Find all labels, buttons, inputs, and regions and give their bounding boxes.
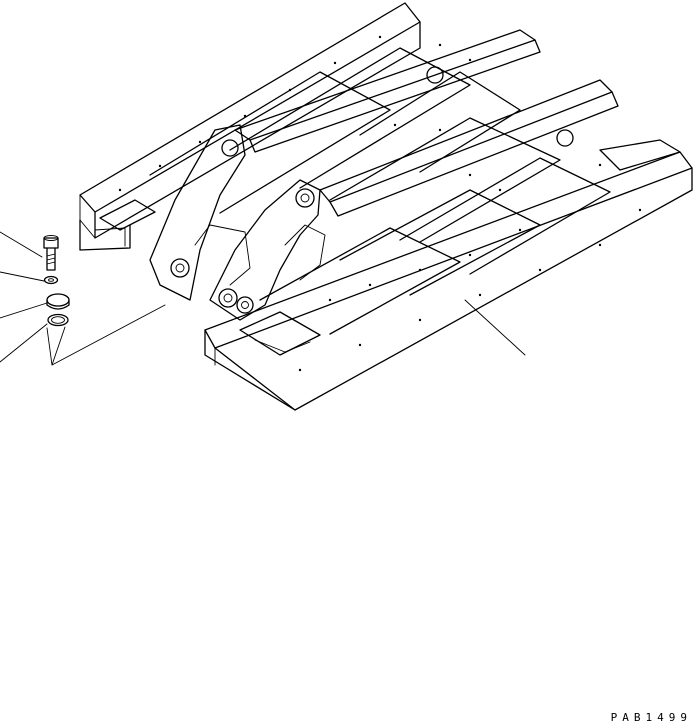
shim-icon <box>0 313 69 363</box>
parts-leader-line <box>46 304 166 366</box>
drawing-reference-code: PAB1499 <box>610 711 692 724</box>
washer-icon <box>0 271 59 285</box>
cap-icon <box>0 293 70 319</box>
parts-leader-branch <box>51 326 66 366</box>
track-frame-icon <box>79 2 693 411</box>
bolt-icon <box>0 231 59 271</box>
